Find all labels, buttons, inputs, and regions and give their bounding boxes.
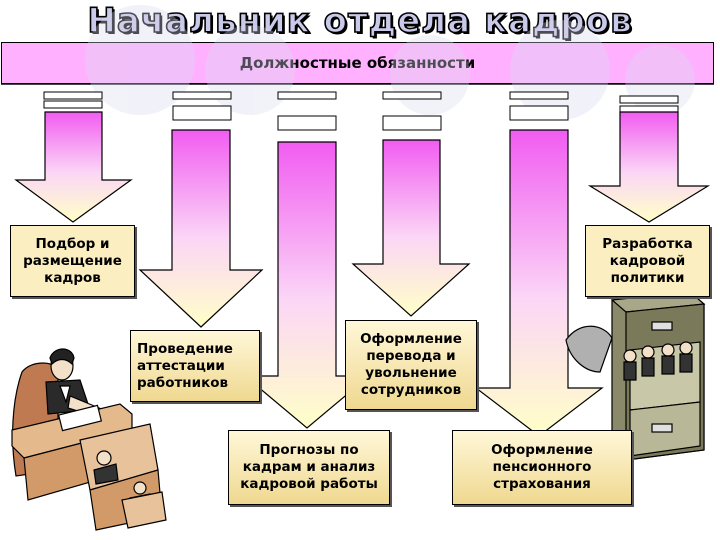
arrow-6 <box>587 111 711 223</box>
arrow-3 <box>243 141 371 429</box>
page-title: Начальник отдела кадров <box>87 0 633 42</box>
background-circles <box>85 5 695 120</box>
duty-box-recruitment: Подбор и размещение кадров <box>10 225 135 297</box>
duties-banner: Должностные обязанности <box>1 42 714 84</box>
duty-box-hr-policy: Разработка кадровой политики <box>585 225 710 297</box>
duty-box-forecast-analysis: Прогнозы по кадрам и анализ кадровой раб… <box>228 430 390 505</box>
arrow-1 <box>14 111 133 223</box>
arrow-4 <box>351 139 471 317</box>
header-stripes <box>43 91 679 131</box>
filing-cabinet-clipart <box>565 291 706 461</box>
office-worker-clipart <box>11 348 167 531</box>
arrow-5 <box>474 129 604 437</box>
banner-label: Должностные обязанности <box>239 54 476 72</box>
arrow-2 <box>138 129 264 328</box>
duty-box-pension-insurance: Оформление пенсионного страхования <box>452 430 632 505</box>
duty-box-transfer-dismissal: Оформление перевода и увольнение сотрудн… <box>345 320 477 410</box>
duty-box-attestation: Проведение аттестации работников <box>130 330 260 402</box>
